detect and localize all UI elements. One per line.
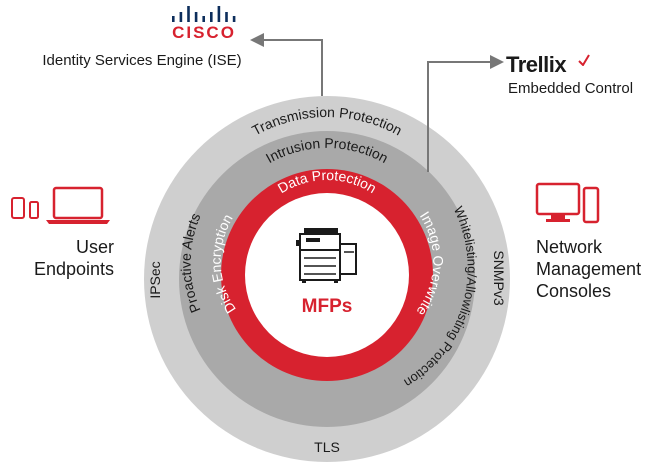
cisco-bar [232,16,236,22]
cisco-bar [225,12,228,22]
laptop-tablet-phone-icon [11,186,110,224]
cisco-bar [194,12,198,22]
user-endpoints-line1: User [75,237,114,257]
trellix-logo: Trellix [506,52,596,78]
center-mfps-label: MFPs [302,296,353,317]
network-management-label: Network Management Consoles [536,236,651,302]
user-endpoints-line2: Endpoints [33,259,114,279]
ise-arrowhead [250,33,264,47]
cisco-bar [172,16,175,22]
desktop-monitor-icon [535,182,600,224]
printer-mfp-icon [296,228,357,283]
ise-caption: Identity Services Engine (ISE) [42,52,242,69]
network-management-line1: Network [536,237,603,257]
cisco-bar [217,6,221,22]
network-management-line3: Consoles [536,281,612,301]
cisco-bar [202,16,205,22]
trellix-arrowhead [490,55,504,69]
network-management-line2: Management [536,259,642,279]
user-endpoints-label: User Endpoints [30,236,114,280]
cisco-bars-icon [172,6,236,22]
trellix-wordmark: Trellix [506,52,567,77]
trellix-caption: Embedded Control [508,80,634,97]
center-disc [245,193,409,357]
outer-ring-bottom-label: TLS [314,439,340,455]
trellix-check-icon [578,54,590,66]
cisco-logo: CISCO [168,4,240,48]
cisco-bar [210,12,213,22]
trellix-connector-arrow [427,61,492,172]
outer-ring-right-label: SNMPv3 [491,250,507,305]
cisco-bar [179,12,183,22]
ise-connector-arrow [262,39,323,96]
cisco-wordmark: CISCO [172,23,236,42]
outer-ring-left-label: IPSec [147,261,163,298]
cisco-bar [187,6,190,22]
